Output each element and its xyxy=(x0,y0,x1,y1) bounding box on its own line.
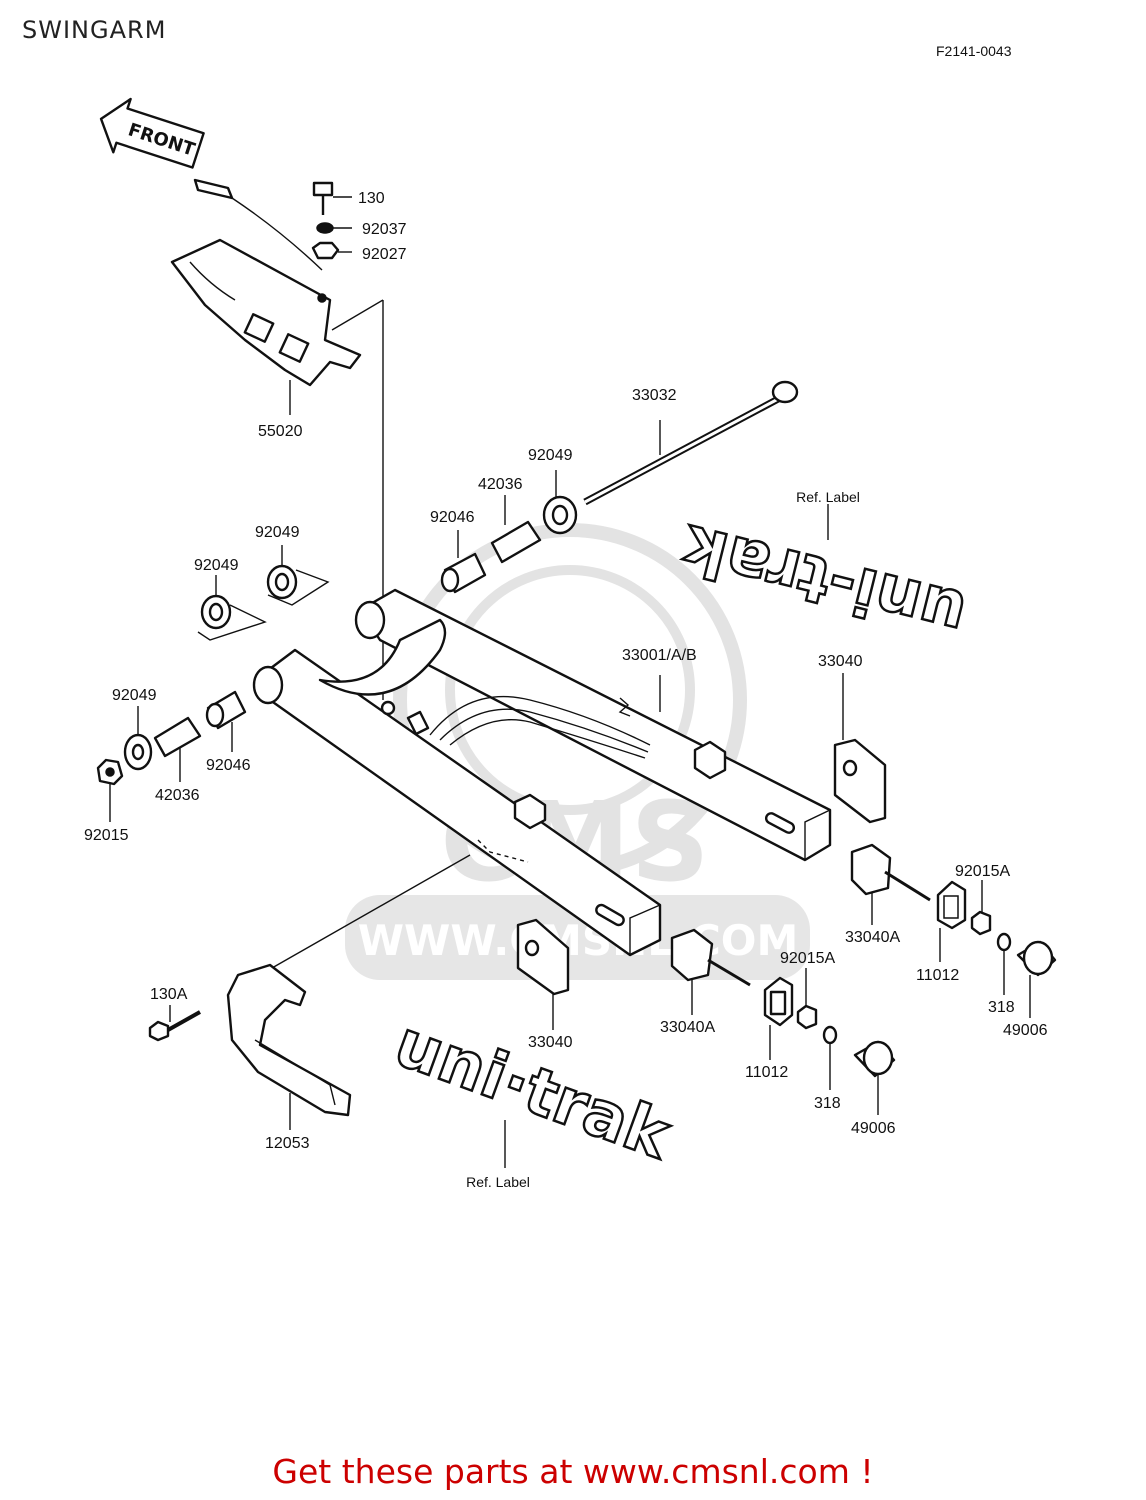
part-label-92049-left: 92049 xyxy=(112,687,157,704)
part-label-92049-upper: 92049 xyxy=(255,524,300,541)
adjuster-33040A-right xyxy=(850,843,931,925)
front-arrow-icon: FRONT xyxy=(99,97,205,169)
part-label-33040-left: 33040 xyxy=(528,1034,573,1051)
chain-guard-12053 xyxy=(226,963,352,1130)
part-label-42036-right: 42036 xyxy=(478,476,523,493)
washer-92037 xyxy=(316,222,352,234)
cap-49006-left xyxy=(853,1040,896,1115)
bearing-92046-right xyxy=(440,530,487,594)
decal-text-bottom: uni·trak xyxy=(385,1007,680,1175)
chain-guide-55020 xyxy=(170,178,362,415)
bolt-130A xyxy=(148,1005,201,1042)
part-label-49006-right: 49006 xyxy=(1003,1022,1048,1039)
ref-label-top: Ref. Label xyxy=(796,489,860,505)
part-label-33040-right: 33040 xyxy=(818,653,863,670)
footer-cta[interactable]: Get these parts at www.cmsnl.com ! xyxy=(272,1452,874,1491)
cap-49006-right xyxy=(1016,940,1057,1018)
part-label-92037: 92037 xyxy=(362,221,407,238)
part-label-318-right: 318 xyxy=(988,999,1015,1016)
part-label-130: 130 xyxy=(358,190,385,207)
part-labels: 130 92037 92027 55020 33032 92049 42036 … xyxy=(84,190,1048,1152)
part-label-11012-left: 11012 xyxy=(745,1064,788,1081)
part-label-33001: 33001/A/B xyxy=(622,647,697,664)
page-title: SWINGARM xyxy=(22,16,167,44)
bushing-42036-right xyxy=(490,495,542,564)
part-label-92049-right: 92049 xyxy=(528,447,573,464)
part-label-92049-lower: 92049 xyxy=(194,557,239,574)
part-label-130A: 130A xyxy=(150,986,188,1003)
nut-92015A-left xyxy=(796,968,818,1030)
part-label-92015A-left: 92015A xyxy=(780,950,835,967)
part-label-318-left: 318 xyxy=(814,1095,841,1112)
nut-92015-left xyxy=(96,758,124,822)
block-11012-left xyxy=(763,976,794,1060)
adjuster-33040A-left xyxy=(670,928,751,1015)
collar-92049-upper xyxy=(266,545,330,606)
part-label-92046-right: 92046 xyxy=(430,509,475,526)
part-label-33032: 33032 xyxy=(632,387,677,404)
collar-92049-left xyxy=(123,706,153,771)
part-label-33040A-right: 33040A xyxy=(845,929,900,946)
ref-label-bottom: Ref. Label xyxy=(466,1174,530,1190)
figure-code: F2141-0043 xyxy=(936,43,1012,59)
bearing-92046-left xyxy=(205,690,247,752)
part-label-33040A-left: 33040A xyxy=(660,1019,715,1036)
part-label-12053: 12053 xyxy=(265,1135,310,1152)
decal-unitrak-bottom: uni·trak xyxy=(384,1005,681,1175)
nut-92027 xyxy=(311,241,352,260)
collar-92049-right xyxy=(542,470,578,535)
part-label-11012-right: 11012 xyxy=(916,967,959,984)
block-11012-right xyxy=(936,880,967,962)
bushing-42036-left xyxy=(153,716,202,782)
bolt-130 xyxy=(312,181,352,215)
adjuster-plate-33040-right xyxy=(833,673,887,824)
part-label-55020: 55020 xyxy=(258,423,303,440)
washer-318-left xyxy=(822,1025,838,1090)
adjuster-plate-33040-left xyxy=(516,918,570,1030)
pivot-shaft-33032 xyxy=(583,380,799,506)
watermark-url: WWW.CMSNL.COM xyxy=(358,916,799,965)
part-label-92015A-right: 92015A xyxy=(955,863,1010,880)
part-label-42036-left: 42036 xyxy=(155,787,200,804)
washer-318-right xyxy=(996,932,1012,995)
nut-92015A-right xyxy=(970,880,992,936)
collar-92049-lower xyxy=(197,575,267,641)
part-label-92027: 92027 xyxy=(362,246,407,263)
swingarm-33001 xyxy=(252,588,832,957)
part-label-49006-left: 49006 xyxy=(851,1120,896,1137)
part-label-92046-left: 92046 xyxy=(206,757,251,774)
part-label-92015-left: 92015 xyxy=(84,827,129,844)
